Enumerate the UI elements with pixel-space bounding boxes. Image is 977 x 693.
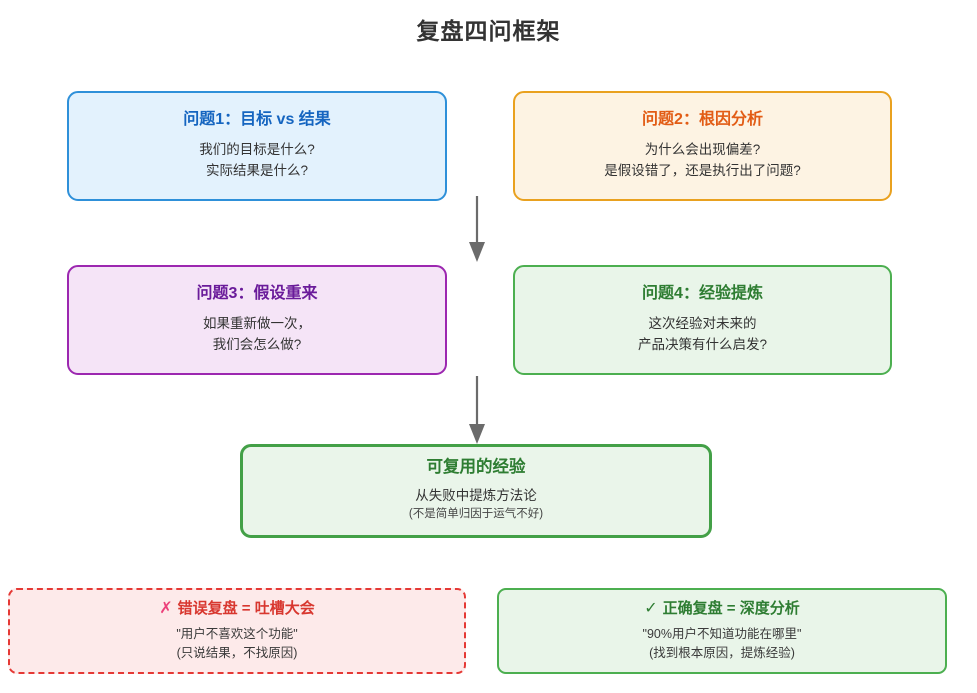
card-question-4-line-1: 这次经验对未来的 bbox=[648, 316, 757, 332]
card-summary-line-1: 从失败中提炼方法论 bbox=[415, 487, 537, 503]
card-question-3-line-1: 如果重新做一次， bbox=[203, 316, 311, 332]
card-bad-retrospective[interactable]: ✗错误复盘 = 吐槽大会 "用户不喜欢这个功能" (只说结果，不找原因) bbox=[8, 588, 466, 674]
card-summary-title: 可复用的经验 bbox=[426, 457, 526, 476]
card-question-2[interactable]: 问题2：根因分析 为什么会出现偏差? 是假设错了，还是执行出了问题? bbox=[513, 91, 892, 201]
card-good-retrospective-line-2: (找到根本原因，提炼经验) bbox=[649, 646, 795, 661]
card-bad-retrospective-line-1: "用户不喜欢这个功能" bbox=[176, 626, 298, 641]
card-question-4-line-2: 产品决策有什么启发? bbox=[637, 337, 767, 353]
card-question-3-title: 问题3：假设重来 bbox=[196, 284, 318, 302]
card-question-2-line-2: 是假设错了，还是执行出了问题? bbox=[604, 163, 801, 179]
card-question-1[interactable]: 问题1：目标 vs 结果 我们的目标是什么? 实际结果是什么? bbox=[67, 91, 447, 201]
page-title: 复盘四问框架 bbox=[416, 18, 561, 44]
card-question-4[interactable]: 问题4：经验提炼 这次经验对未来的 产品决策有什么启发? bbox=[513, 265, 892, 375]
card-bad-retrospective-line-2: (只说结果，不找原因) bbox=[176, 646, 298, 661]
card-summary[interactable]: 可复用的经验 从失败中提炼方法论 (不是简单归因于运气不好) bbox=[240, 444, 712, 538]
arrow-row1-to-row2 bbox=[469, 196, 485, 262]
card-good-retrospective-line-1: "90%用户不知道功能在哪里" bbox=[642, 626, 802, 641]
card-good-retrospective-title: ✓正确复盘 = 深度分析 bbox=[644, 599, 800, 618]
card-question-3[interactable]: 问题3：假设重来 如果重新做一次， 我们会怎么做? bbox=[67, 265, 447, 375]
cross-icon: ✗ bbox=[159, 599, 173, 617]
card-bad-retrospective-title-text: 错误复盘 = 吐槽大会 bbox=[177, 599, 315, 617]
card-good-retrospective[interactable]: ✓正确复盘 = 深度分析 "90%用户不知道功能在哪里" (找到根本原因，提炼经… bbox=[497, 588, 947, 674]
card-good-retrospective-title-text: 正确复盘 = 深度分析 bbox=[662, 599, 800, 617]
arrow-row2-to-summary bbox=[469, 376, 485, 444]
card-summary-line-2: (不是简单归因于运气不好) bbox=[408, 508, 544, 521]
card-question-1-title: 问题1：目标 vs 结果 bbox=[183, 110, 331, 128]
card-question-3-line-2: 我们会怎么做? bbox=[212, 337, 302, 353]
card-question-2-title: 问题2：根因分析 bbox=[642, 110, 763, 128]
card-question-1-line-1: 我们的目标是什么? bbox=[199, 142, 315, 158]
card-question-1-line-2: 实际结果是什么? bbox=[205, 163, 308, 179]
card-question-2-line-1: 为什么会出现偏差? bbox=[644, 142, 761, 158]
card-question-4-title: 问题4：经验提炼 bbox=[642, 284, 763, 302]
card-bad-retrospective-title: ✗错误复盘 = 吐槽大会 bbox=[159, 599, 315, 618]
check-icon: ✓ bbox=[644, 599, 658, 617]
